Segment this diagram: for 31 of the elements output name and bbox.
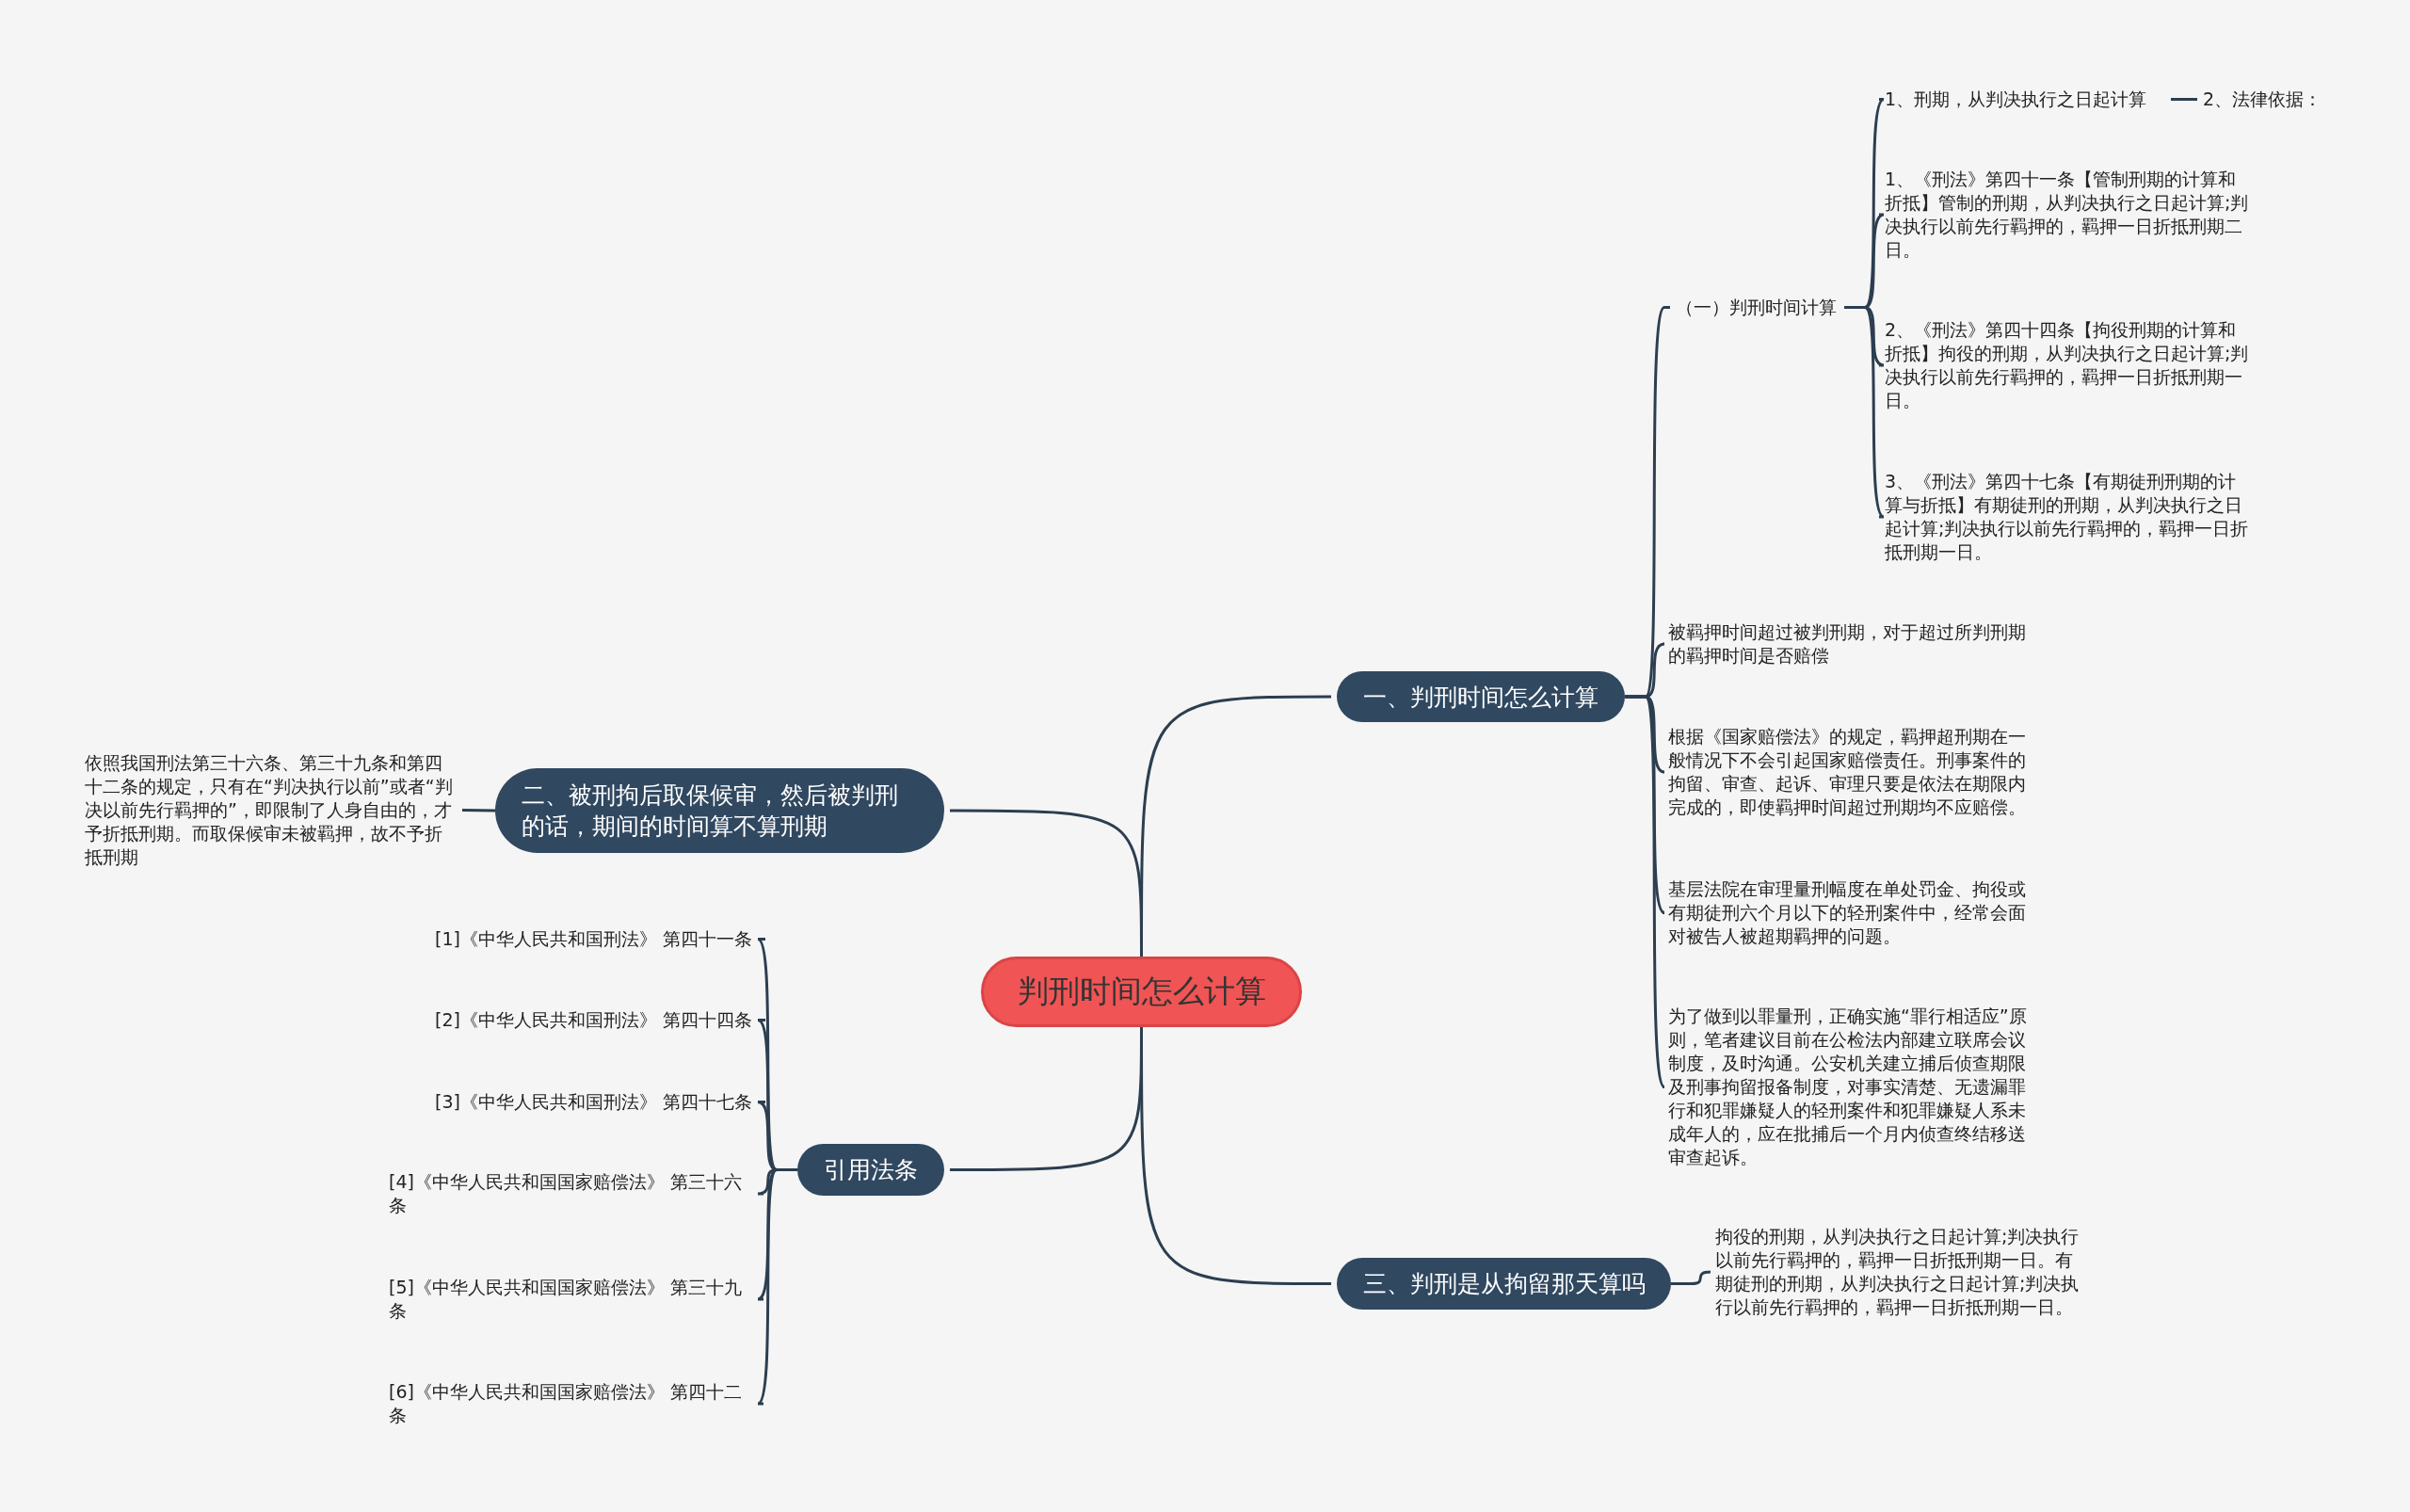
topic-text: 1、刑期，从判决执行之日起计算 — [1885, 88, 2167, 111]
connector-line — [461, 809, 496, 812]
topic-text: [4]《中华人民共和国国家赔偿法》 第三十六条 — [389, 1170, 758, 1217]
topic-text: 3、《刑法》第四十七条【有期徒刑刑期的计算与折抵】有期徒刑的刑期，从判决执行之日起计算;判决执行以前先行羁押的，羁押一日折抵刑期一日。 — [1885, 470, 2254, 564]
connector-line — [1625, 695, 1666, 1088]
connector-line — [2171, 98, 2197, 101]
connector-line — [1671, 1270, 1712, 1285]
topic-text: [5]《中华人民共和国国家赔偿法》 第三十九条 — [389, 1276, 758, 1323]
topic-text: 1、《刑法》第四十一条【管制刑期的计算和折抵】管制的刑期，从判决执行之日起计算;判决执行以前先行羁押的，羁押一日折抵刑期二日。 — [1885, 168, 2254, 262]
topic-box: 三、判刑是从拘留那天算吗 — [1337, 1258, 1671, 1310]
topic-text: 2、法律依据： — [2203, 88, 2344, 111]
topic-box: 二、被刑拘后取保候审，然后被判刑的话，期间的时间算不算刑期 — [495, 768, 944, 853]
connector-line — [950, 809, 1143, 957]
topic-text: [1]《中华人民共和国刑法》 第四十一条 — [435, 927, 760, 951]
topic-box: 一、判刑时间怎么计算 — [1337, 671, 1625, 722]
topic-text: 依照我国刑法第三十六条、第三十九条和第四十二条的规定，只有在“判决执行以前”或者“判决以前先行羁押的”，即限制了人身自由的，才予折抵刑期。而取保候审未被羁押，故不予折抵刑期 — [85, 751, 457, 869]
central-topic: 判刑时间怎么计算 — [981, 957, 1302, 1027]
topic-text: [2]《中华人民共和国刑法》 第四十四条 — [435, 1008, 760, 1032]
topic-text: 为了做到以罪量刑，正确实施“罪行相适应”原则，笔者建议目前在公检法内部建立联席会议制度，及时沟通。公安机关建立捕后侦查期限及刑事拘留报备制度，对事实清楚、无遗漏罪行和犯罪嫌疑人的轻刑案件和犯罪嫌疑人系未成年人的，应在批捕后一个月内侦查终结移送审查起诉。 — [1668, 1005, 2040, 1169]
topic-text: 基层法院在审理量刑幅度在单处罚金、拘役或有期徒刑六个月以下的轻刑案件中，经常会面对被告人被超期羁押的问题。 — [1668, 877, 2040, 948]
topic-text: [6]《中华人民共和国国家赔偿法》 第四十二条 — [389, 1380, 758, 1427]
topic-text: （一）判刑时间计算 — [1676, 296, 1840, 319]
topic-text: [3]《中华人民共和国刑法》 第四十七条 — [435, 1090, 760, 1114]
topic-box: 引用法条 — [797, 1144, 944, 1196]
topic-text: 拘役的刑期，从判决执行之日起计算;判决执行以前先行羁押的，羁押一日折抵刑期一日。有期徒刑的刑期，从判决执行之日起计算;判决执行以前先行羁押的，羁押一日折抵刑期一日。 — [1715, 1225, 2084, 1319]
connector-line — [1140, 1027, 1331, 1285]
topic-text: 根据《国家赔偿法》的规定，羁押超刑期在一般情况下不会引起国家赔偿责任。刑事案件的拘留、审查、起诉、审理只要是依法在期限内完成的，即使羁押时间超过刑期均不应赔偿。 — [1668, 725, 2040, 819]
connector-line — [756, 1168, 797, 1406]
topic-text: 2、《刑法》第四十四条【拘役刑期的计算和折抵】拘役的刑期，从判决执行之日起计算;判决执行以前先行羁押的，羁押一日折抵刑期一日。 — [1885, 318, 2254, 412]
topic-text: 被羁押时间超过被判刑期，对于超过所判刑期的羁押时间是否赔偿 — [1668, 620, 2040, 668]
connector-line — [1844, 306, 1886, 519]
